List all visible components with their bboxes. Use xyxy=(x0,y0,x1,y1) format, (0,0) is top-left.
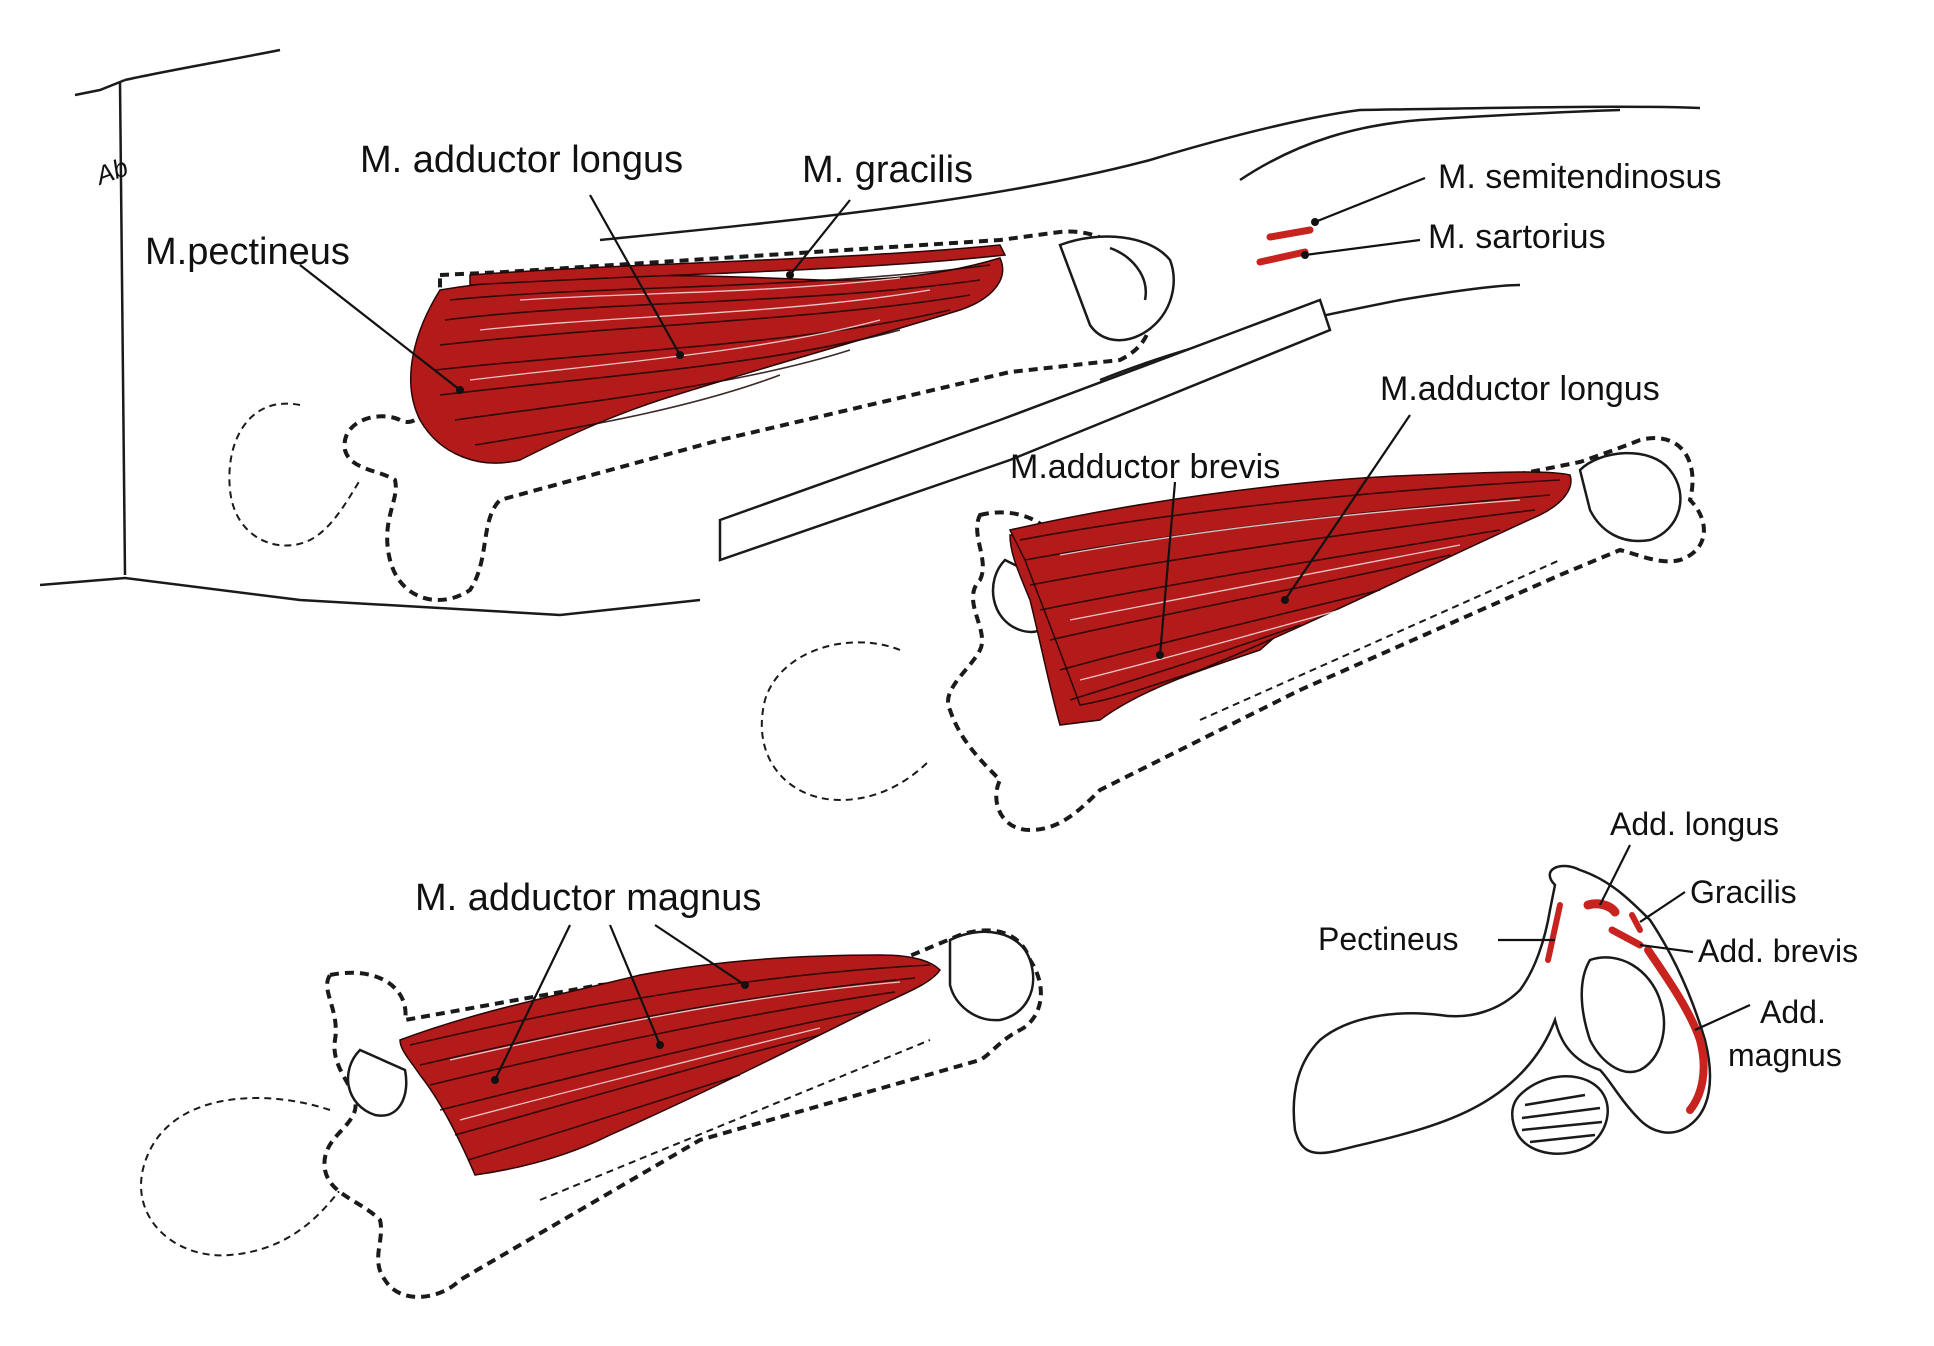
leader-adductor-magnus-1 xyxy=(494,924,571,1081)
label-pectineus-top: M.pectineus xyxy=(145,231,350,273)
leader-adductor-longus-top xyxy=(589,194,681,356)
label-adductor-brevis: M.adductor brevis xyxy=(1010,448,1280,486)
leader-adductor-magnus-2 xyxy=(608,924,662,1046)
condyle-bottom xyxy=(948,930,1035,1022)
femur-middle-outline xyxy=(946,436,1706,833)
leader-adductor-magnus-3 xyxy=(654,924,746,986)
semitendinosus-stump xyxy=(1266,226,1314,241)
trochanter-bottom xyxy=(346,1048,408,1117)
artist-signature: Ab xyxy=(90,152,132,192)
panel-middle-femur: M.adductor longus M.adductor brevis xyxy=(760,370,1706,833)
linea-aspera-middle xyxy=(1199,559,1561,721)
fibers-bottom xyxy=(409,964,931,1161)
condyle-middle xyxy=(1578,451,1682,543)
fibers-top xyxy=(434,264,991,446)
label-gracilis-top: M. gracilis xyxy=(802,149,973,191)
panel-top-thigh: Ab xyxy=(39,48,1721,617)
label-adductor-magnus: M. adductor magnus xyxy=(415,877,761,919)
fibers-middle xyxy=(1019,479,1561,701)
tibia-top xyxy=(718,298,1332,562)
muscle-gracilis-top xyxy=(469,244,1007,286)
attachment-gracilis xyxy=(1629,912,1643,933)
attachment-add-brevis xyxy=(1608,926,1644,949)
acetabulum-hatching xyxy=(1521,1093,1603,1144)
label-gracilis-pelvis: Gracilis xyxy=(1690,874,1797,910)
pelvis-bone xyxy=(1292,864,1712,1155)
femur-head-middle xyxy=(760,641,931,802)
label-add-brevis: Add. brevis xyxy=(1698,933,1858,969)
label-semitendinosus: M. semitendinosus xyxy=(1438,158,1721,196)
linea-aspera-bottom xyxy=(539,1039,931,1201)
attachment-add-magnus xyxy=(1644,946,1708,1114)
muscle-adductor-magnus xyxy=(399,954,941,1176)
label-add-magnus-line1: Add. xyxy=(1760,994,1826,1030)
knee-condyle-top xyxy=(1058,235,1175,342)
label-add-longus: Add. longus xyxy=(1610,806,1779,842)
leader-gracilis-pelvis xyxy=(1639,891,1686,923)
leader-adductor-longus-middle xyxy=(1284,414,1411,601)
attachment-add-longus xyxy=(1583,899,1620,917)
leader-adductor-brevis xyxy=(1158,481,1177,656)
leg-upper-outline xyxy=(1239,108,1621,182)
leader-semitendinosus xyxy=(1314,176,1426,224)
leader-pectineus xyxy=(299,264,461,391)
panel-bottom-femur: M. adductor magnus xyxy=(140,877,1043,1299)
sartorius-stump xyxy=(1256,248,1309,266)
obturator-foramen xyxy=(1580,956,1666,1073)
leader-gracilis-top xyxy=(789,199,851,276)
label-pectineus-pelvis: Pectineus xyxy=(1318,921,1459,957)
label-add-magnus-line2: magnus xyxy=(1728,1037,1842,1073)
leader-add-brevis xyxy=(1639,943,1694,954)
patella-top xyxy=(1109,246,1148,301)
leader-sartorius xyxy=(1304,238,1421,257)
leader-add-magnus xyxy=(1694,1003,1751,1032)
attachment-pectineus xyxy=(1545,902,1563,963)
acetabulum xyxy=(1511,1075,1609,1155)
label-sartorius: M. sartorius xyxy=(1428,218,1606,256)
femur-head-bottom xyxy=(140,1097,341,1257)
femur-head-top xyxy=(228,402,361,547)
label-adductor-longus-top: M. adductor longus xyxy=(360,139,683,181)
trunk-outline xyxy=(39,78,701,617)
leader-add-longus xyxy=(1599,844,1631,906)
panel-pelvis: Add. longus Gracilis Pectineus Add. brev… xyxy=(1292,806,1858,1155)
label-adductor-longus-middle: M.adductor longus xyxy=(1380,370,1660,408)
